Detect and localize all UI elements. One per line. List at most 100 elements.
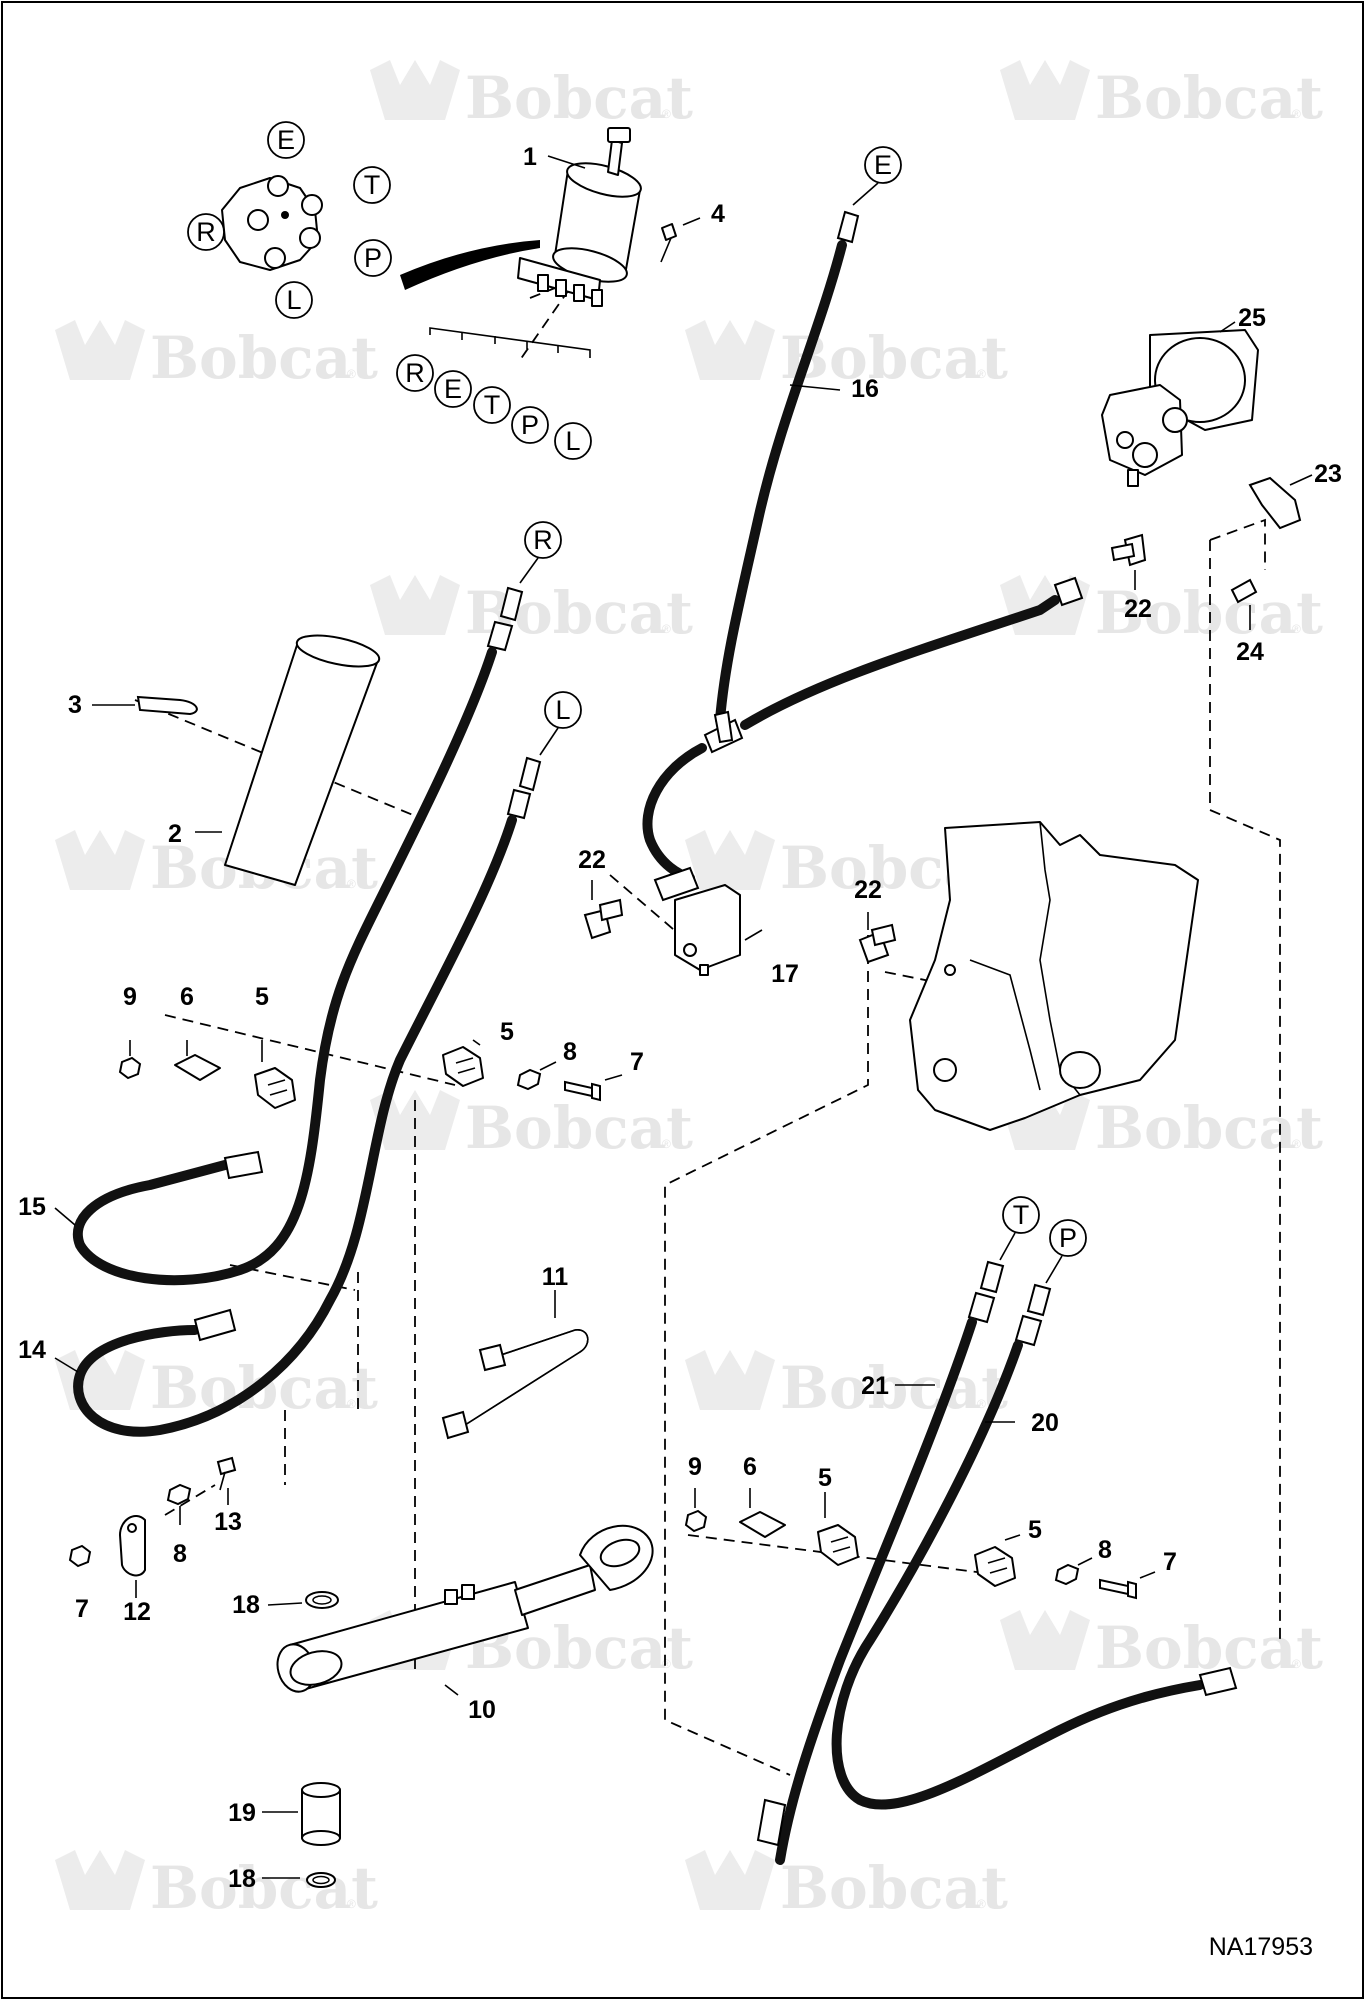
tee-fitting (703, 710, 744, 754)
elbow-fitting-22-pump (1110, 533, 1147, 567)
callout-7: 7 (1163, 1548, 1177, 1576)
port-callout-P-bracket: P (511, 406, 549, 444)
callout-14: 14 (18, 1336, 46, 1364)
port-label-T: T (1013, 1200, 1030, 1230)
callout-4: 4 (711, 200, 725, 228)
port-label-L: L (286, 285, 301, 315)
callout-9: 9 (123, 983, 137, 1011)
connector-pinout-diagram (221, 175, 323, 271)
fitting-24 (1230, 578, 1258, 604)
clamp-half-5b-right (974, 1546, 1016, 1587)
watermark-brand-text: Bobcat (1095, 64, 1323, 132)
plate-6-left (174, 1054, 221, 1081)
port-label-T: T (484, 390, 501, 420)
port-callout-T-hose: T (1002, 1196, 1040, 1234)
watermark-16: Bobcat ® (685, 1850, 1008, 1922)
watermark-brand-text: Bobcat (780, 1354, 1008, 1422)
port-label-L: L (555, 695, 570, 725)
port-label-R: R (405, 358, 425, 388)
watermark-2: Bobcat ® (1000, 60, 1323, 132)
seal-18-top (305, 1591, 339, 1609)
watermark-registered-mark: ® (662, 1137, 671, 1151)
callout-1: 1 (523, 143, 537, 171)
callout-18: 18 (232, 1591, 260, 1619)
washer-8-bottom (166, 1483, 192, 1506)
callout-10: 10 (468, 1696, 496, 1724)
callout-2: 2 (168, 820, 182, 848)
callout-25: 25 (1238, 304, 1266, 332)
watermark-registered-mark: ® (662, 622, 671, 636)
nut-9-left (118, 1056, 142, 1080)
port-label-E: E (277, 125, 295, 155)
hose-16 (715, 240, 847, 725)
watermark-registered-mark: ® (347, 1897, 356, 1911)
port-callout-E-hose16: E (864, 146, 902, 184)
port-callout-L-hose: L (544, 691, 582, 729)
watermark-12: Bobcat ® (685, 1350, 1008, 1422)
callout-15: 15 (18, 1193, 46, 1221)
callout-17: 17 (771, 960, 799, 988)
hydraulic-pump (1101, 329, 1259, 487)
callout-22: 22 (854, 876, 882, 904)
port-label-P: P (1059, 1223, 1077, 1253)
seal-18-bottom (306, 1872, 336, 1888)
watermark-5: Bobcat ® (370, 575, 693, 647)
callout-7: 7 (75, 1595, 89, 1623)
port-callout-T-top: T (353, 166, 391, 204)
port-callout-T-bracket: T (473, 386, 511, 424)
orbital-motor (517, 127, 642, 307)
watermark-registered-mark: ® (347, 877, 356, 891)
steel-tube (441, 1329, 589, 1440)
watermark-registered-mark: ® (662, 1657, 671, 1671)
watermark-registered-mark: ® (1292, 1657, 1301, 1671)
port-callout-R-hose: R (524, 521, 562, 559)
watermark-brand-text: Bobcat (150, 1354, 378, 1422)
bolt-4 (660, 223, 677, 263)
washer-8-right (1054, 1563, 1080, 1586)
hydraulic-cylinder (276, 1524, 654, 1693)
port-callout-R-top: R (187, 213, 225, 251)
callout-20: 20 (1031, 1409, 1059, 1437)
port-callout-P-top: P (354, 239, 392, 277)
callout-12: 12 (123, 1598, 151, 1626)
port-callout-R-bracket: R (396, 354, 434, 392)
watermark-brand-text: Bobcat (465, 64, 693, 132)
hose-21 (775, 1317, 977, 1865)
callout-7: 7 (630, 1048, 644, 1076)
callout-22: 22 (1124, 595, 1152, 623)
watermark-7: Bobcat ® (55, 830, 378, 902)
callout-22: 22 (578, 846, 606, 874)
callout-18: 18 (228, 1865, 256, 1893)
port-label-R: R (533, 525, 553, 555)
nut-7-bottom (68, 1544, 92, 1568)
port-order-bracket (429, 327, 591, 358)
watermark-registered-mark: ® (1292, 622, 1301, 636)
port-label-P: P (364, 243, 382, 273)
drawing-code: NA17953 (1209, 1933, 1313, 1961)
callout-5: 5 (1028, 1516, 1042, 1544)
watermark-1: Bobcat ® (370, 60, 693, 132)
watermark-14: Bobcat ® (1000, 1610, 1323, 1682)
callout-5: 5 (255, 983, 269, 1011)
plate-6-right (739, 1511, 786, 1538)
port-callout-L-top: L (275, 281, 313, 319)
hose-branch-to-pump (740, 595, 1060, 730)
watermark-6: Bobcat ® (1000, 575, 1323, 647)
port-label-E: E (874, 150, 892, 180)
callout-3: 3 (68, 691, 82, 719)
watermark-registered-mark: ® (347, 1397, 356, 1411)
callout-9: 9 (688, 1453, 702, 1481)
watermark-registered-mark: ® (347, 367, 356, 381)
watermark-brand-text: Bobcat (150, 1854, 378, 1922)
watermark-registered-mark: ® (977, 367, 986, 381)
callout-23: 23 (1314, 460, 1342, 488)
port-callout-E-top: E (267, 121, 305, 159)
callout-13: 13 (214, 1508, 242, 1536)
bushing-19 (301, 1782, 341, 1846)
bolt-13 (216, 1456, 237, 1491)
elbow-fitting-22-valve (583, 898, 624, 940)
watermark-brand-text: Bobcat (1095, 1614, 1323, 1682)
callout-11: 11 (542, 1263, 569, 1291)
port-label-R: R (196, 217, 216, 247)
